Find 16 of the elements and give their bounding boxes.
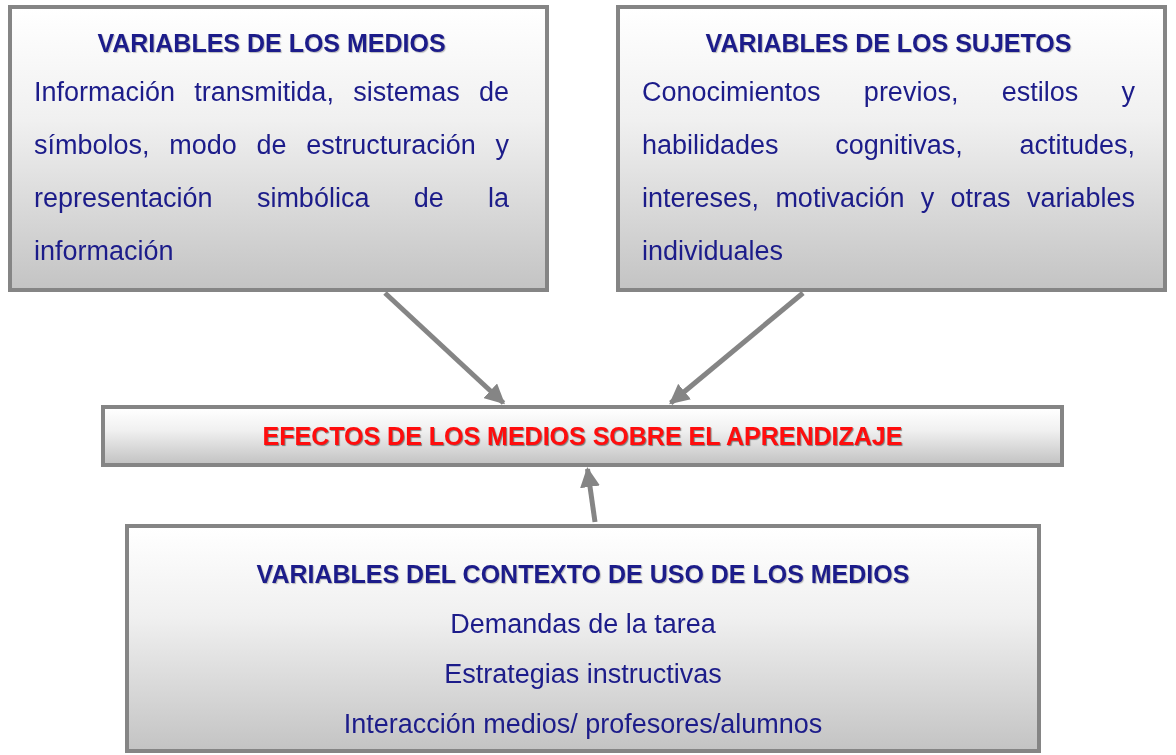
result-box	[101, 405, 1064, 467]
list-item: Interacción medios/ profesores/alumnos	[343, 708, 823, 741]
text-box	[616, 5, 1167, 292]
box-description: Información transmitida, sistemas de símbolos, modo de estructuración y representación simbólica de la información	[34, 76, 509, 268]
box-heading: VARIABLES DE LOS MEDIOS	[97, 29, 446, 58]
text-box	[8, 5, 549, 292]
arrow	[383, 291, 506, 405]
box-description: Conocimientos previos, estilos y habilidades cognitivas, actitudes, intereses, motivación y otras variables individuales	[642, 76, 1135, 268]
arrow	[669, 291, 805, 405]
list-item: Estrategias instructivas	[444, 658, 722, 691]
arrow	[580, 467, 600, 523]
box-heading: VARIABLES DE LOS SUJETOS	[705, 29, 1072, 58]
text-box	[125, 524, 1041, 753]
result-title: EFECTOS DE LOS MEDIOS SOBRE EL APRENDIZAJE	[262, 421, 903, 451]
list-item: Demandas de la tarea	[450, 608, 716, 641]
box-heading: VARIABLES DEL CONTEXTO DE USO DE LOS MEDIOS	[256, 560, 910, 589]
